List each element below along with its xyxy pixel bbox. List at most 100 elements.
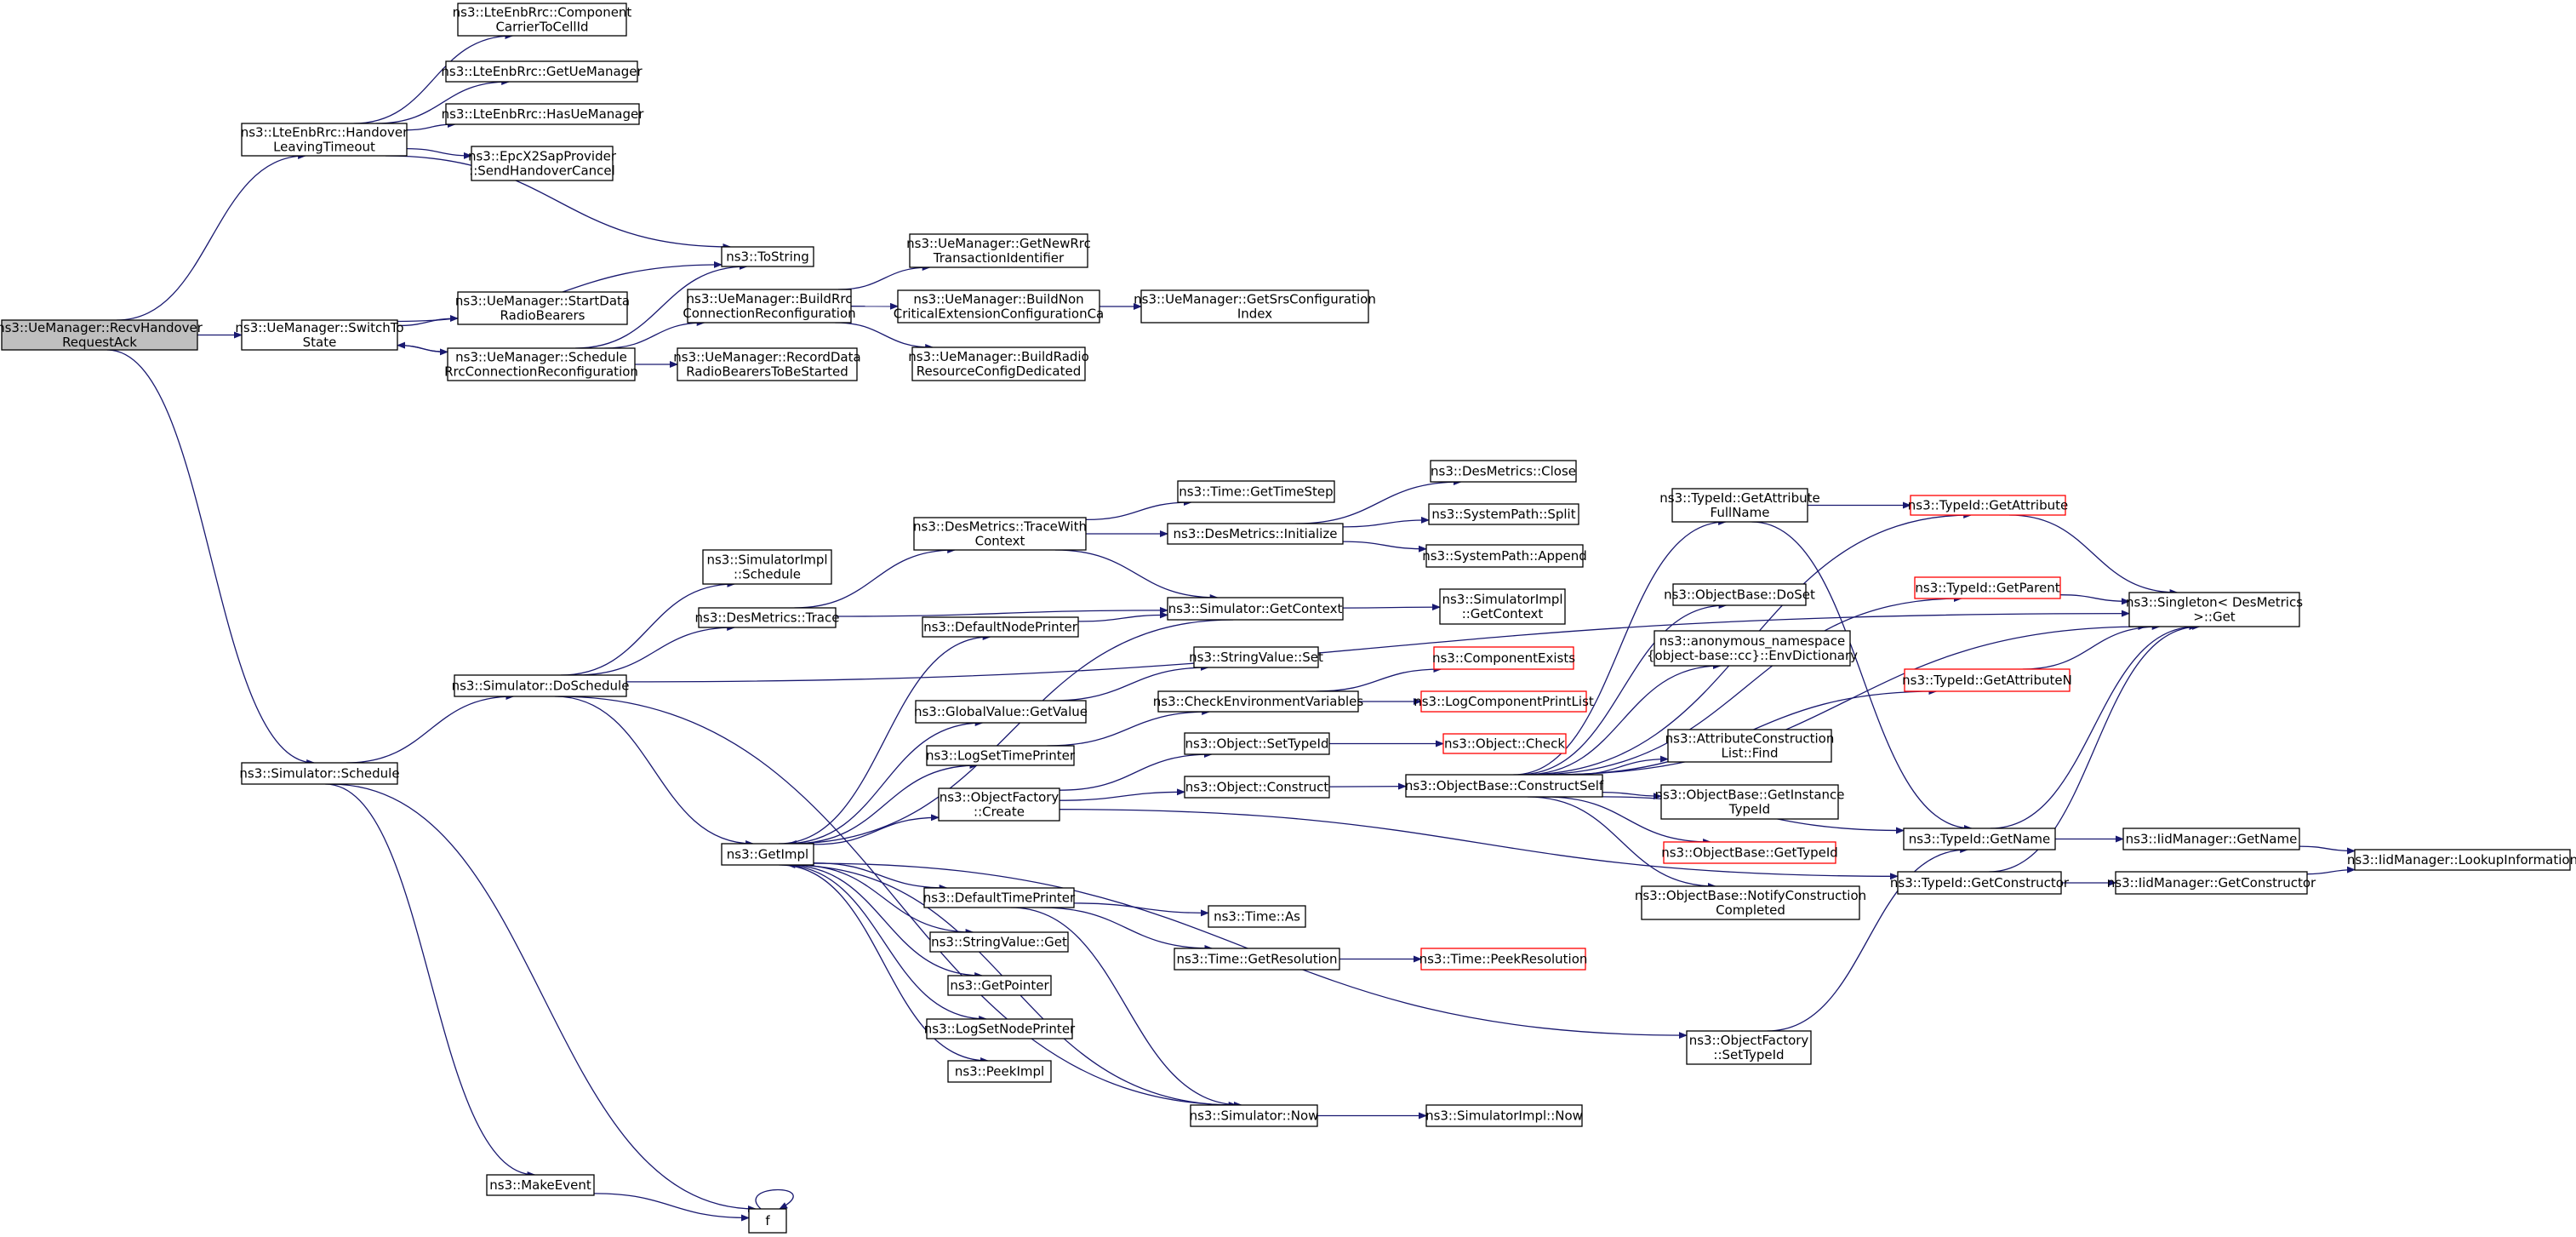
node-globalget[interactable]: ns3::GlobalValue::GetValue <box>914 700 1088 724</box>
node-box-getcontext[interactable] <box>1167 597 1344 621</box>
node-getname[interactable]: ns3::TypeId::GetName <box>1903 828 2056 850</box>
node-desclose[interactable]: ns3::DesMetrics::Close <box>1430 460 1577 483</box>
node-box-dosched[interactable] <box>454 674 627 697</box>
node-box-deftime[interactable] <box>923 887 1075 908</box>
node-box-getsrs[interactable] <box>1140 289 1369 324</box>
node-simsched[interactable]: ns3::Simulator::Schedule <box>239 762 400 785</box>
node-notify[interactable]: ns3::ObjectBase::NotifyConstructionCompl… <box>1635 885 1866 920</box>
node-box-logsetnode[interactable] <box>926 1018 1073 1039</box>
node-box-iidgetname[interactable] <box>2122 828 2300 850</box>
node-box-startdata[interactable] <box>457 291 628 325</box>
node-box-getimpl[interactable] <box>721 843 814 866</box>
node-getattrn[interactable]: ns3::TypeId::GetAttributeN <box>1902 668 2072 692</box>
node-peekimpl[interactable]: ns3::PeekImpl <box>947 1060 1052 1083</box>
node-getnewrrc[interactable]: ns3::UeManager::GetNewRrcTransactionIden… <box>906 233 1091 268</box>
node-objcheck[interactable]: ns3::Object::Check <box>1442 733 1567 754</box>
node-box-getres[interactable] <box>1174 948 1340 971</box>
node-box-split[interactable] <box>1428 503 1579 525</box>
node-getres[interactable]: ns3::Time::GetResolution <box>1174 948 1340 971</box>
node-box-iidgetctor[interactable] <box>2115 871 2308 895</box>
node-destrace[interactable]: ns3::DesMetrics::Trace <box>695 607 840 628</box>
node-box-buildnon[interactable] <box>897 289 1100 324</box>
node-box-tostring[interactable] <box>721 246 814 267</box>
node-makeevent[interactable]: ns3::MakeEvent <box>486 1174 595 1196</box>
node-box-envdict[interactable] <box>1654 630 1851 667</box>
node-box-defnode[interactable] <box>922 616 1079 638</box>
node-strget[interactable]: ns3::StringValue::Get <box>929 931 1069 953</box>
node-buildradio[interactable]: ns3::UeManager::BuildRadioResourceConfig… <box>908 346 1089 381</box>
node-box-obgettid[interactable] <box>1663 841 1836 864</box>
node-iidgetctor[interactable]: ns3::IidManager::GetConstructor <box>2107 871 2316 895</box>
node-envdict[interactable]: ns3::anonymous_namespace{object-base::cc… <box>1647 630 1858 667</box>
node-box-objfsettid[interactable] <box>1686 1030 1812 1065</box>
node-lookup[interactable]: ns3::IidManager::LookupInformation <box>2347 849 2576 871</box>
node-box-singleton[interactable] <box>2128 592 2300 627</box>
node-recorddata[interactable]: ns3::UeManager::RecordDataRadioBearersTo… <box>673 347 861 381</box>
node-logsetnode[interactable]: ns3::LogSetNodePrinter <box>924 1018 1076 1039</box>
node-simnow[interactable]: ns3::Simulator::Now <box>1190 1104 1319 1127</box>
node-compexists[interactable]: ns3::ComponentExists <box>1432 646 1575 670</box>
node-sendhc[interactable]: ns3::EpcX2SapProvider::SendHandoverCance… <box>468 146 617 181</box>
node-objfcreate[interactable]: ns3::ObjectFactory::Create <box>938 787 1060 822</box>
node-box-strget[interactable] <box>929 931 1069 953</box>
node-box-objconstruct[interactable] <box>1184 776 1330 799</box>
node-box-makeevent[interactable] <box>486 1174 595 1196</box>
node-box-logcompprint[interactable] <box>1420 690 1587 713</box>
node-box-getattrn[interactable] <box>1904 668 2071 692</box>
node-box-getparent[interactable] <box>1914 576 2061 599</box>
node-box-simnow[interactable] <box>1190 1104 1318 1127</box>
node-box-strset[interactable] <box>1193 646 1319 668</box>
node-getcontext[interactable]: ns3::Simulator::GetContext <box>1167 597 1344 621</box>
node-gettimestep[interactable]: ns3::Time::GetTimeStep <box>1177 480 1335 503</box>
node-box-objfcreate[interactable] <box>938 787 1060 822</box>
node-tostring[interactable]: ns3::ToString <box>721 246 814 267</box>
node-box-timeas[interactable] <box>1208 905 1306 928</box>
node-box-compexists[interactable] <box>1433 646 1574 670</box>
node-box-lookup[interactable] <box>2354 849 2571 871</box>
node-box-destrace[interactable] <box>698 607 837 628</box>
node-box-hasue[interactable] <box>445 103 640 125</box>
node-box-getue[interactable] <box>445 60 638 83</box>
node-getattr[interactable]: ns3::TypeId::GetAttribute <box>1908 495 2068 516</box>
node-box-implgetctx[interactable] <box>1439 588 1566 625</box>
node-box-getname[interactable] <box>1903 828 2056 850</box>
node-append[interactable]: ns3::SystemPath::Append <box>1422 544 1587 568</box>
node-box-peekimpl[interactable] <box>947 1060 1052 1083</box>
node-box-desclose[interactable] <box>1430 460 1577 483</box>
node-box-getptr[interactable] <box>947 975 1052 996</box>
node-box-cc2cell[interactable] <box>457 3 627 37</box>
node-box-gettimestep[interactable] <box>1177 480 1335 503</box>
node-peekres[interactable]: ns3::Time::PeekResolution <box>1419 948 1588 971</box>
node-box-checkenv[interactable] <box>1157 690 1359 713</box>
node-timeas[interactable]: ns3::Time::As <box>1208 905 1306 928</box>
node-constructself[interactable]: ns3::ObjectBase::ConstructSelf <box>1405 774 1604 798</box>
node-iidgetname[interactable]: ns3::IidManager::GetName <box>2122 828 2300 850</box>
node-buildnon[interactable]: ns3::UeManager::BuildNonCriticalExtensio… <box>894 289 1105 324</box>
node-logsettime[interactable]: ns3::LogSetTimePrinter <box>926 745 1076 766</box>
node-strset[interactable]: ns3::StringValue::Set <box>1189 646 1323 668</box>
node-objfsettid[interactable]: ns3::ObjectFactory::SetTypeId <box>1686 1030 1812 1065</box>
node-dosched[interactable]: ns3::Simulator::DoSchedule <box>452 674 630 697</box>
node-box-objcheck[interactable] <box>1442 733 1567 754</box>
node-box-tracewith[interactable] <box>913 517 1087 551</box>
node-box-schedrrc[interactable] <box>447 347 636 381</box>
node-box-getnewrrc[interactable] <box>909 233 1088 268</box>
node-implnow[interactable]: ns3::SimulatorImpl::Now <box>1425 1104 1583 1127</box>
node-box-getattr[interactable] <box>1910 495 2066 516</box>
node-box-buildradio[interactable] <box>911 346 1086 381</box>
node-singleton[interactable]: ns3::Singleton< DesMetrics>::Get <box>2126 592 2303 627</box>
node-box-switch[interactable] <box>241 319 398 351</box>
node-box-sendhc[interactable] <box>471 146 614 181</box>
node-box-objsettid[interactable] <box>1184 732 1330 755</box>
node-implsched[interactable]: ns3::SimulatorImpl::Schedule <box>702 549 832 585</box>
node-buildrrc[interactable]: ns3::UeManager::BuildRrcConnectionReconf… <box>683 289 856 324</box>
